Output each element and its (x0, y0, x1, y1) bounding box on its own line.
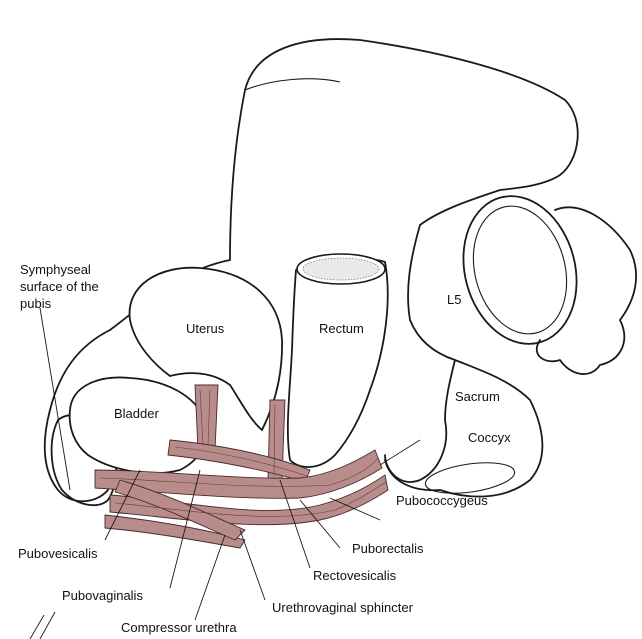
label-rectum: Rectum (319, 321, 364, 336)
label-symphyseal-1: Symphyseal (20, 262, 91, 277)
label-puborectalis: Puborectalis (352, 541, 424, 556)
label-uterus: Uterus (186, 321, 225, 336)
label-urethrovaginal-sphincter: Urethrovaginal sphincter (272, 600, 414, 615)
label-pubococcygeus: Pubococcygeus (396, 493, 488, 508)
uterine-muscle-band (195, 385, 218, 450)
label-coccyx: Coccyx (468, 430, 511, 445)
bladder (70, 377, 207, 473)
label-symphyseal-3: pubis (20, 296, 52, 311)
label-sacrum: Sacrum (455, 389, 500, 404)
label-compressor-urethra: Compressor urethra (121, 620, 237, 635)
label-symphyseal-2: surface of the (20, 279, 99, 294)
label-rectovesicalis: Rectovesicalis (313, 568, 397, 583)
label-bladder: Bladder (114, 406, 159, 421)
sacrum-l5 (385, 183, 636, 498)
label-pubovesicalis: Pubovesicalis (18, 546, 98, 561)
label-pubovaginalis: Pubovaginalis (62, 588, 143, 603)
rectum (288, 254, 388, 467)
label-l5: L5 (447, 292, 461, 307)
